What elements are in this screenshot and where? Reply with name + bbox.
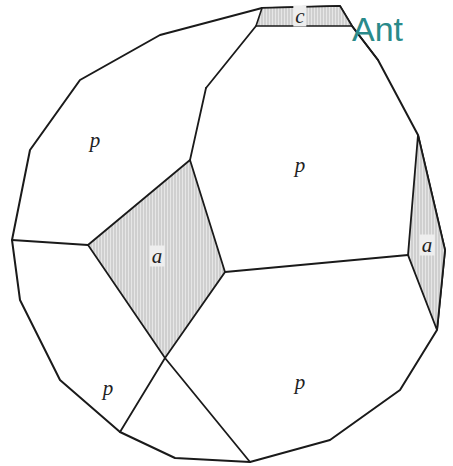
face-label: p bbox=[101, 378, 116, 399]
crystal-outline bbox=[12, 6, 445, 462]
face-label: a bbox=[420, 235, 435, 256]
face-label: c bbox=[293, 6, 306, 27]
watermark: Ant bbox=[352, 12, 403, 46]
crystal-edges bbox=[12, 26, 408, 462]
a-face bbox=[408, 135, 445, 330]
face-label: a bbox=[150, 246, 165, 267]
c-face bbox=[256, 6, 352, 26]
face-label: p bbox=[293, 155, 308, 176]
a-face bbox=[88, 160, 225, 358]
face-label: p bbox=[88, 130, 103, 151]
face-label: p bbox=[293, 372, 308, 393]
